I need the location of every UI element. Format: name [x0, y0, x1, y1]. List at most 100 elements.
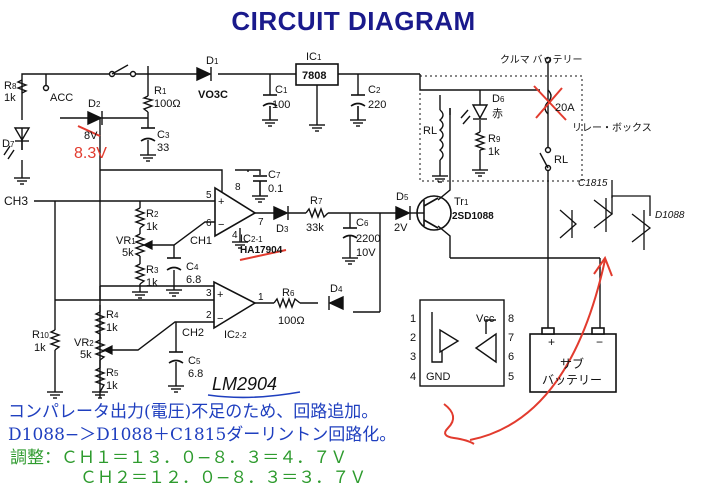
svg-text:D1: D1 [206, 55, 219, 67]
svg-text:R6: R6 [282, 287, 295, 299]
label-c7-value: 0.1 [268, 183, 283, 195]
opamp2-plus: + [217, 289, 223, 301]
capacitors [140, 94, 366, 364]
pin-ic21-4: 4 [232, 230, 238, 241]
resistor-r6 [273, 297, 301, 309]
label-d3: D [276, 223, 284, 235]
label-c1-value: 100 [272, 99, 290, 111]
resistor-r3 [134, 263, 146, 285]
opamp-ic2-2 [213, 280, 257, 330]
red-annotations [77, 85, 613, 445]
pin-ic21-6: 6 [206, 218, 212, 229]
label-c6-value: 2200 [356, 233, 380, 245]
svg-text:D3: D3 [276, 223, 289, 235]
sub-battery-plus: + [548, 335, 555, 349]
svg-text:R2: R2 [146, 208, 159, 220]
pot-wipers [102, 240, 153, 355]
transistor-tr1 [416, 195, 452, 231]
svg-text:IC2-2: IC2-2 [224, 329, 247, 341]
sub-battery-minus: − [596, 335, 603, 349]
label-c2: C [368, 84, 376, 96]
svg-text:C1: C1 [275, 84, 288, 96]
ground-symbol-d7 [14, 177, 30, 185]
vr1-wiper-arrow [142, 240, 153, 250]
pin-ic21-8: 8 [235, 182, 241, 193]
pkg-pin-7: 7 [508, 332, 514, 344]
label-acc: ACC [50, 92, 73, 104]
label-d2-value: 8V [84, 130, 98, 142]
label-r9-value: 1k [488, 146, 500, 158]
svg-text:IC2-1: IC2-1 [240, 233, 263, 245]
strike-d2 [77, 125, 101, 137]
label-r2-value: 1k [146, 221, 158, 233]
lm2904-package [419, 299, 505, 387]
label-ch1: CH1 [190, 235, 212, 247]
pkg-gnd: GND [426, 371, 451, 383]
ground-symbol-c1 [262, 119, 278, 127]
svg-text:VR2: VR2 [74, 337, 94, 349]
label-d1-value: VO3C [198, 89, 228, 101]
label-r5: R [106, 367, 114, 379]
ground-symbol-r3 [132, 291, 148, 299]
label-ch2: CH2 [182, 327, 204, 339]
darlington-sketch [559, 180, 652, 250]
capacitor-c6 [342, 227, 358, 239]
capacitor-c7 [253, 175, 267, 196]
label-r1: R [154, 85, 162, 97]
resistor-r1 [141, 95, 155, 113]
label-r7-value: 33k [306, 222, 324, 234]
svg-text:D7: D7 [2, 138, 15, 150]
svg-text:D4: D4 [330, 283, 343, 295]
label-r10-value: 1k [34, 342, 46, 354]
label-r3-value: 1k [146, 277, 158, 289]
ground-symbol-r10 [47, 391, 63, 399]
diode-d1 [196, 66, 212, 82]
arrow-curve [469, 259, 606, 441]
pkg-pin-8: 8 [508, 313, 514, 325]
resistor-r4 [94, 311, 106, 335]
label-c7: C [268, 169, 276, 181]
ground-symbol-ic1 [309, 124, 325, 132]
svg-text:C2: C2 [368, 84, 381, 96]
ground-symbol-c5 [168, 385, 184, 393]
ground-symbol-c7 [252, 195, 268, 203]
label-r9: R [488, 133, 496, 145]
svg-text:R10: R10 [32, 329, 49, 341]
svg-text:R3: R3 [146, 264, 159, 276]
pin-ic22-1: 1 [258, 292, 264, 303]
ground-symbol-c6 [342, 257, 358, 265]
label-d2: D [88, 98, 96, 110]
pin-ic21-7: 7 [258, 217, 264, 228]
svg-text:D2: D2 [88, 98, 101, 110]
label-c4-value: 6.8 [186, 274, 201, 286]
capacitor-c5 [168, 351, 184, 364]
label-fuse: 20A [555, 102, 575, 114]
label-ic2-1: IC [240, 233, 251, 245]
pkg-pin-5: 5 [508, 371, 514, 383]
opamp2-minus: − [217, 313, 223, 325]
ground-symbol-r9 [472, 169, 488, 177]
label-c6: C [356, 217, 364, 229]
pkg-pin-1: 1 [410, 313, 416, 325]
svg-text:C4: C4 [186, 261, 199, 273]
label-c3-value: 33 [157, 142, 169, 154]
label-c1815: C1815 [578, 178, 608, 189]
svg-text:R5: R5 [106, 367, 119, 379]
label-c5: C [188, 355, 196, 367]
pkg-pin-4: 4 [410, 371, 416, 383]
ground-symbols [14, 119, 488, 399]
note-line-4: ＣＨ２＝１２．０−８．３＝３．７Ｖ [80, 468, 367, 488]
svg-text:R8: R8 [4, 80, 17, 92]
pkg-vcc: Vcc [476, 313, 495, 325]
svg-text:VR1: VR1 [116, 235, 136, 247]
pkg-pin-6: 6 [508, 351, 514, 363]
label-rl2: RL [554, 154, 568, 166]
note-line-3: 調整：ＣＨ１＝１３．０−８．３＝４．７Ｖ [10, 448, 348, 468]
label-vr2-value: 5k [80, 349, 92, 361]
label-r1-value: 100Ω [154, 98, 181, 110]
svg-text:Tr1: Tr1 [454, 196, 469, 208]
label-r6-value: 100Ω [278, 315, 305, 327]
label-c6-voltage: 10V [356, 247, 376, 259]
label-d2-corrected: 8.3V [74, 145, 107, 162]
